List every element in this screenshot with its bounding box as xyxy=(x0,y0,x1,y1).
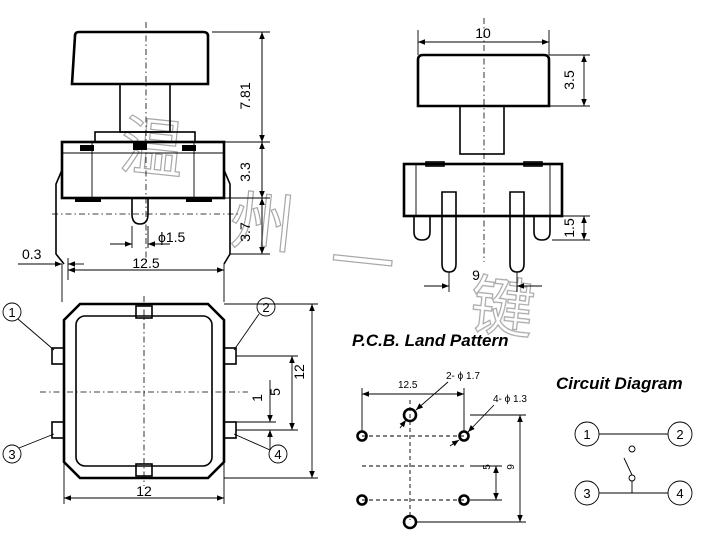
pin-label-4-text: 4 xyxy=(274,447,281,462)
top-pad-2 xyxy=(223,347,237,365)
top-pad-4 xyxy=(223,421,237,439)
watermark-char-4: 键 xyxy=(466,269,537,349)
side-body xyxy=(402,162,564,218)
dim-3-7: 3.7 xyxy=(237,222,253,242)
pcb-hole-4 xyxy=(458,494,470,506)
side-right-pin xyxy=(509,191,525,273)
dim-phi-1-5: ϕ1.5 xyxy=(158,229,186,245)
pcb-dim-4-phi-1-3: 4- ϕ 1.3 xyxy=(493,394,527,405)
watermark-char-3: 一 xyxy=(326,224,397,304)
side-right-foot xyxy=(533,216,551,241)
dim-5: 5 xyxy=(267,388,283,396)
dim-7-81: 7.81 xyxy=(237,82,253,109)
dim-0-3: 0.3 xyxy=(22,246,42,262)
dim-12-width: 12 xyxy=(136,483,152,499)
front-right-lead xyxy=(223,169,231,265)
top-pad-1 xyxy=(51,347,65,365)
dim-9: 9 xyxy=(472,267,480,283)
pcb-dim-2-phi-1-7: 2- ϕ 1.7 xyxy=(446,371,480,382)
pcb-dim-9: 9 xyxy=(506,464,517,470)
pin-label-3 xyxy=(2,444,22,464)
pcb-hole-1 xyxy=(356,430,368,442)
dim-3-3: 3.3 xyxy=(237,162,253,182)
front-cap xyxy=(70,30,210,86)
circuit-pin-4-text: 4 xyxy=(676,486,683,501)
front-view: 7.81 3.3 3.7 ϕ1.5 0.3 12.5 xyxy=(18,22,270,302)
watermark-char-1: 温 xyxy=(116,109,187,189)
side-left-pin xyxy=(441,191,457,273)
circuit-pin-2-text: 2 xyxy=(676,427,683,442)
pcb-land-pattern: P.C.B. Land Pattern 12.5 2- ϕ 1.7 4- ϕ 1… xyxy=(352,331,527,530)
dim-3-5: 3.5 xyxy=(561,70,577,90)
front-post xyxy=(131,198,149,225)
circuit-switch-contact-bottom xyxy=(628,474,636,482)
circuit-diagram: Circuit Diagram 1 2 3 4 xyxy=(556,374,693,506)
top-inner-outline xyxy=(75,315,213,467)
pcb-dim-5: 5 xyxy=(482,464,493,470)
dim-12-height: 12 xyxy=(291,364,307,380)
pcb-hole-2 xyxy=(458,430,470,442)
pin-label-1-text: 1 xyxy=(8,305,15,320)
side-cap xyxy=(416,53,551,108)
side-left-foot xyxy=(413,216,431,241)
circuit-pin-3-text: 3 xyxy=(583,486,590,501)
dim-12-5: 12.5 xyxy=(132,255,159,271)
pin-label-2 xyxy=(256,297,276,317)
circuit-switch-blade xyxy=(623,457,633,476)
dim-1: 1 xyxy=(249,394,265,402)
pcb-hole-3 xyxy=(356,494,368,506)
front-left-lead xyxy=(55,169,65,265)
top-view: 1 2 3 4 12 5 1 12 xyxy=(2,296,318,504)
circuit-title: Circuit Diagram xyxy=(556,374,683,393)
pin-label-2-text: 2 xyxy=(262,300,269,315)
pcb-dim-12-5: 12.5 xyxy=(398,380,418,391)
pin-label-3-text: 3 xyxy=(8,447,15,462)
circuit-switch-contact-top xyxy=(628,445,636,453)
pcb-hole-large-bottom xyxy=(402,514,418,530)
pcb-hole-large-top xyxy=(402,407,418,423)
circuit-pin-1-text: 1 xyxy=(583,427,590,442)
side-view: 10 3.5 1.5 9 xyxy=(402,18,590,292)
side-stem xyxy=(459,105,505,155)
pcb-title: P.C.B. Land Pattern xyxy=(352,331,509,350)
top-pad-3 xyxy=(51,421,65,439)
pin-label-4 xyxy=(268,444,288,464)
dim-10: 10 xyxy=(475,25,491,41)
dim-1-5: 1.5 xyxy=(561,218,577,238)
pin-label-1 xyxy=(2,302,22,322)
top-outer-outline xyxy=(62,302,226,480)
